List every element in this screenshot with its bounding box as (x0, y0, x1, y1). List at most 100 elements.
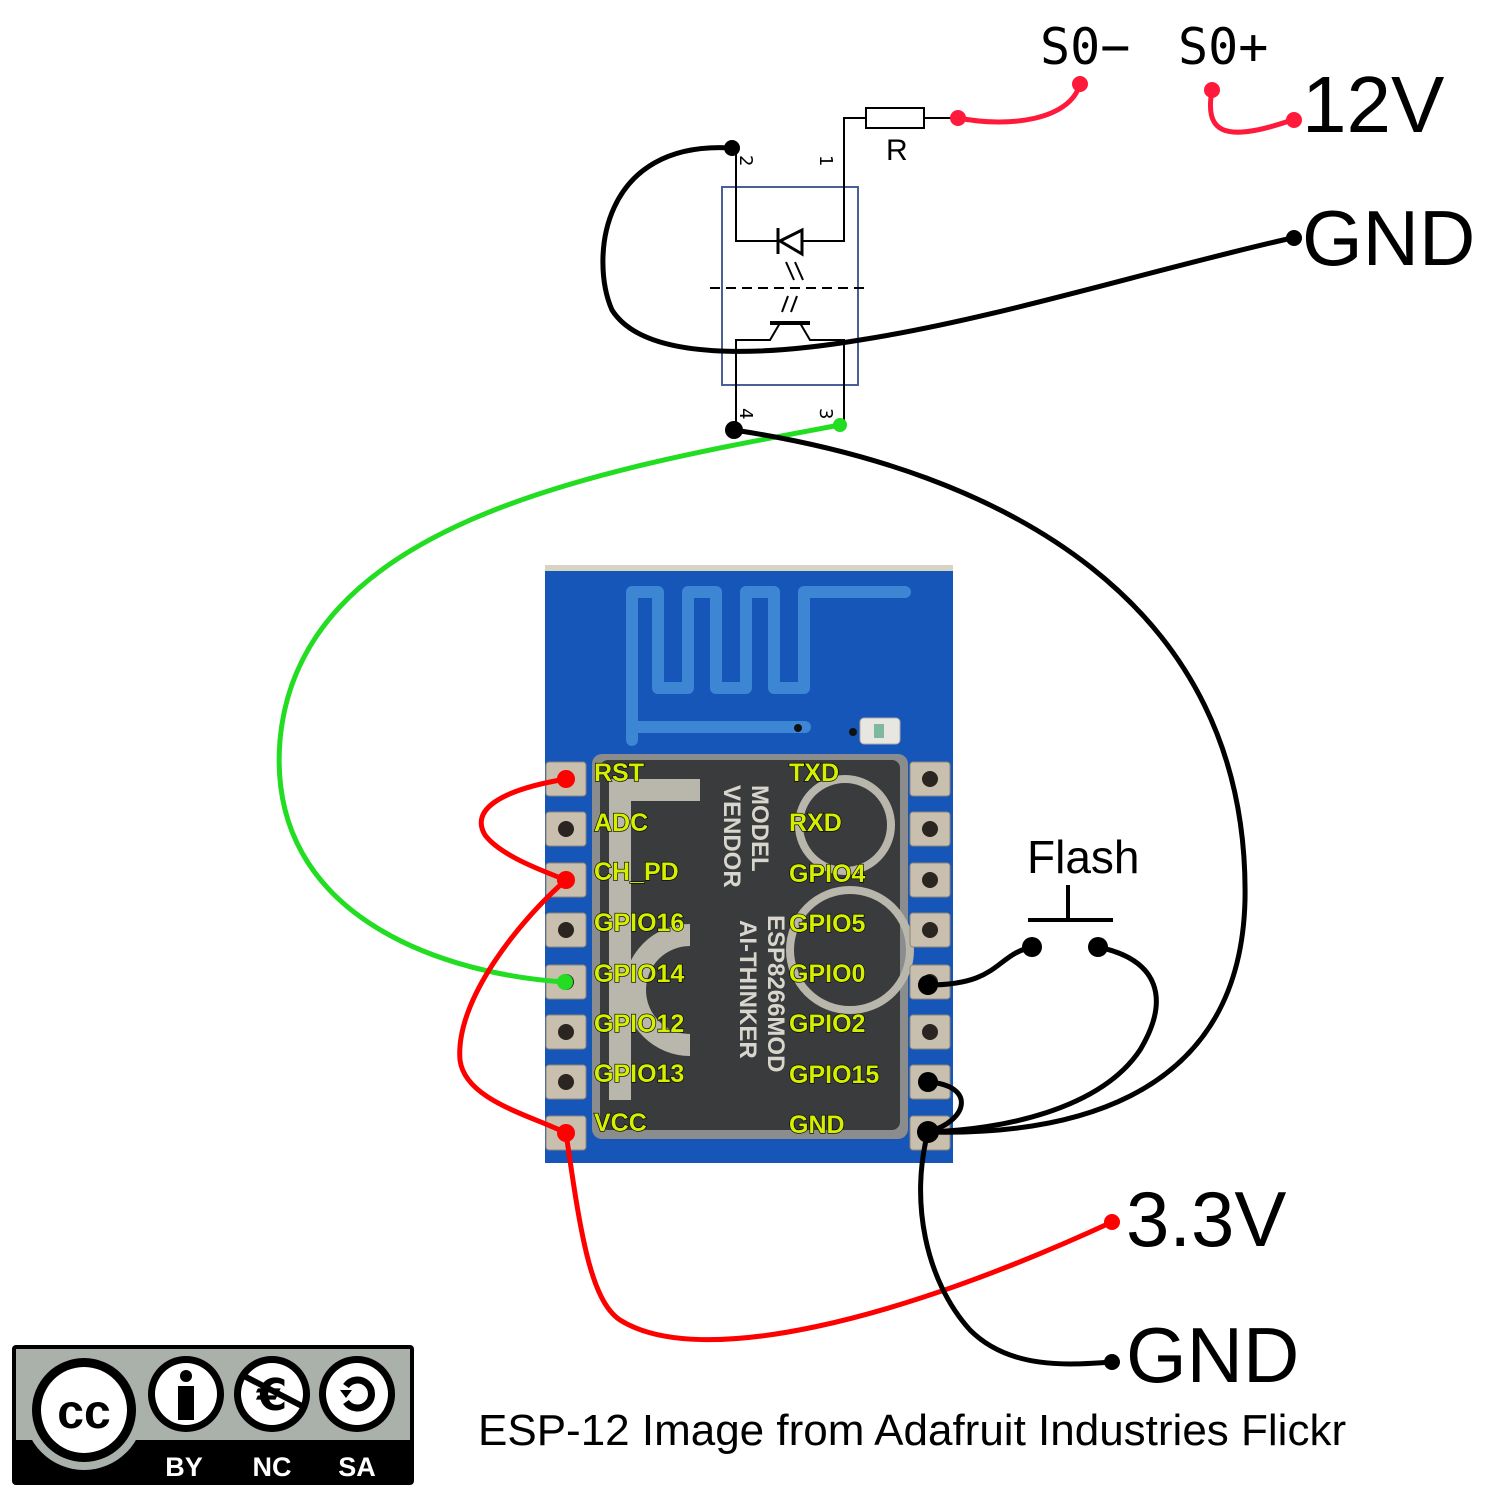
cc-logo-text: cc (57, 1386, 110, 1439)
pin-label-txd: TXD (789, 759, 839, 787)
wires (276, 81, 1295, 1367)
wire-button-gnd (925, 944, 1159, 1135)
flash-button (1028, 885, 1113, 922)
wire-opto-module-gnd (731, 427, 1248, 1135)
pin-label-gpio16: GPIO16 (594, 909, 684, 937)
pcb-antenna (626, 586, 911, 746)
pin-label-gpio12: GPIO12 (594, 1010, 684, 1038)
pin-number-4: 4 (735, 408, 756, 419)
pin-label-gpio4: GPIO4 (789, 860, 866, 888)
noncommercial-slash (242, 1373, 304, 1409)
node-vcc[interactable] (557, 1124, 575, 1142)
right-pad-txd-hole (922, 771, 938, 787)
node-resistor[interactable] (950, 110, 966, 126)
pin-label-ch-pd: CH_PD (594, 858, 679, 886)
wire-opto-gpio14 (276, 422, 843, 985)
terminal-33v: 3.3V (1126, 1175, 1286, 1263)
node-button-left[interactable] (1022, 937, 1042, 957)
pin-label-rxd: RXD (789, 809, 842, 837)
license-nc: NC (253, 1452, 292, 1482)
pcb-via (849, 728, 857, 736)
left-pad-gpio13-hole (558, 1074, 574, 1090)
pin-label-gpio15: GPIO15 (789, 1061, 879, 1089)
right-pin-labels: TXD RXD GPIO4 GPIO5 GPIO0 GPIO2 GPIO15 G… (788, 758, 880, 1139)
terminal-gnd-top: GND (1302, 194, 1475, 282)
light-arrows-icon (781, 261, 804, 313)
node-33v[interactable] (1104, 1214, 1120, 1230)
right-pad-rxd-hole (922, 821, 938, 837)
attribution-person-body (178, 1386, 194, 1420)
terminal-12v: 12V (1302, 60, 1445, 149)
left-pad-adc-hole (558, 821, 574, 837)
shield-text-model: MODEL (746, 785, 773, 872)
shield-text-vendor-name: AI-THINKER (734, 920, 761, 1059)
flash-button-label: Flash (1027, 831, 1139, 883)
pin-number-2: 2 (735, 155, 756, 166)
resistor (865, 107, 925, 129)
esp12-module: MODEL VENDOR ESP8266MOD AI-THINKER RST A… (545, 565, 953, 1163)
sharealike-icon-inner (326, 1363, 388, 1425)
pin-label-gnd: GND (789, 1111, 845, 1139)
node-s0-plus[interactable] (1204, 82, 1220, 98)
led-wiring (735, 117, 866, 242)
optocoupler-package (721, 186, 859, 386)
node-s0-minus[interactable] (1072, 76, 1088, 92)
node-gpio0[interactable] (918, 975, 938, 995)
shield-text-esp: ESP8266MOD (762, 915, 789, 1072)
wire-s0-plus (1207, 87, 1295, 135)
pin-label-gpio5: GPIO5 (789, 910, 866, 938)
pin-label-gpio2: GPIO2 (789, 1010, 865, 1038)
wire-gpio0-button (925, 944, 1035, 988)
terminal-s0-plus: S0+ (1178, 18, 1268, 76)
node-button-right[interactable] (1088, 937, 1108, 957)
wire-nodes (557, 76, 1302, 1370)
node-ch-pd[interactable] (557, 871, 575, 889)
left-pad-gpio16-hole (558, 922, 574, 938)
cc-license-badge[interactable]: cc € BY NC SA (12, 1345, 414, 1485)
sharealike-arrowhead (340, 1390, 352, 1398)
shield-text-vendor: VENDOR (718, 785, 745, 888)
pin-label-gpio14: GPIO14 (594, 960, 684, 988)
wire-opto-gnd (600, 145, 1295, 354)
pin-label-vcc: VCC (594, 1109, 647, 1137)
node-opto-pin2[interactable] (724, 140, 740, 156)
image-credit-caption: ESP-12 Image from Adafruit Industries Fl… (478, 1406, 1346, 1455)
pin-label-gpio13: GPIO13 (594, 1060, 684, 1088)
right-pad-gpio4-hole (922, 872, 938, 888)
right-pad-gpio5-hole (922, 922, 938, 938)
license-by: BY (165, 1452, 203, 1482)
wire-gpio15-gnd (925, 1079, 964, 1135)
wire-vcc-33v (563, 1130, 1115, 1343)
terminal-s0-minus: S0− (1040, 18, 1130, 76)
resistor-label: R (886, 134, 908, 167)
pin-label-rst: RST (594, 759, 644, 787)
pin-label-gpio0: GPIO0 (789, 960, 865, 988)
node-gnd-bottom[interactable] (1104, 1354, 1120, 1370)
pcb-edge (545, 565, 953, 571)
attribution-person-head (180, 1370, 192, 1382)
pin-label-adc: ADC (594, 809, 648, 837)
left-pad-gpio12-hole (558, 1024, 574, 1040)
wire-rst-chpd (478, 776, 569, 883)
node-module-gnd[interactable] (917, 1121, 939, 1143)
pin-number-1: 1 (815, 155, 836, 166)
led-diode-icon (776, 227, 804, 257)
wire-gnd-terminal (918, 1129, 1115, 1367)
wire-chpd-vcc (457, 877, 569, 1136)
node-opto-pin3[interactable] (833, 418, 847, 432)
optocoupler-pin-numbers: 1 2 3 4 (735, 155, 836, 419)
node-gpio15[interactable] (918, 1072, 938, 1092)
sharealike-arrow (343, 1376, 375, 1412)
cc-logo-inner (41, 1367, 127, 1453)
node-12v[interactable] (1286, 112, 1302, 128)
node-rst[interactable] (557, 770, 575, 788)
fcc-logo (609, 779, 700, 1100)
node-opto-pin4[interactable] (725, 421, 743, 439)
node-gnd-top[interactable] (1286, 230, 1302, 246)
noncommercial-icon-inner (241, 1363, 303, 1425)
wire-s0-minus (955, 81, 1083, 125)
pcb-via (794, 724, 802, 732)
node-gpio14[interactable] (557, 974, 573, 990)
terminal-gnd-bottom: GND (1126, 1311, 1299, 1399)
